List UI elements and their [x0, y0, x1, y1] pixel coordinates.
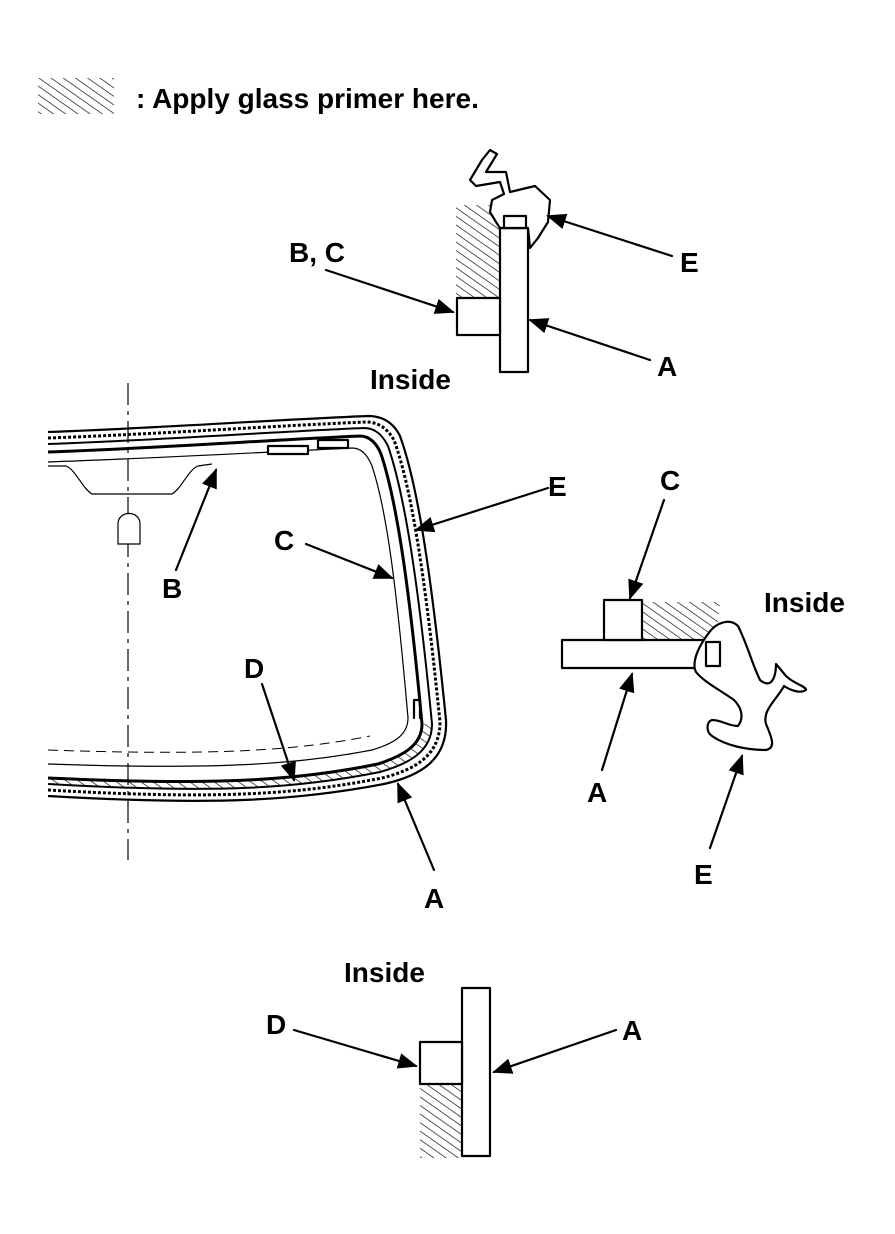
adhesive-block-bottom	[418, 1040, 464, 1086]
label-main-c: C	[274, 525, 294, 556]
adhesive-band	[47, 434, 424, 784]
leader-right-e	[708, 754, 744, 850]
adhesive-block	[455, 296, 502, 337]
leader-main-c	[304, 542, 394, 580]
top-section-detail: B, C E A Inside	[289, 148, 699, 395]
label-top-e: E	[680, 247, 699, 278]
leader-bottom-a	[492, 1028, 618, 1074]
label-right-inside: Inside	[764, 587, 845, 618]
legend-text: : Apply glass primer here.	[136, 83, 479, 114]
leader-top-bc	[324, 268, 455, 314]
label-top-bc: B, C	[289, 237, 345, 268]
label-right-e: E	[694, 859, 713, 890]
dam	[412, 698, 422, 720]
label-right-a: A	[587, 777, 607, 808]
label-bottom-d: D	[266, 1009, 286, 1040]
molding-outer-edge	[47, 414, 448, 802]
legend: : Apply glass primer here.	[38, 78, 479, 114]
leader-main-e	[414, 486, 550, 533]
leader-top-e	[546, 213, 674, 258]
legend-hatch-swatch	[38, 78, 114, 114]
leader-bottom-d	[292, 1028, 418, 1069]
spacer-1	[266, 444, 310, 456]
primer-band-bottom	[48, 724, 432, 789]
label-main-a: A	[424, 883, 444, 914]
sensor-mount	[117, 512, 141, 545]
right-section-detail: C Inside A E	[560, 465, 845, 890]
molding-dotted	[47, 420, 442, 797]
label-top-inside: Inside	[370, 364, 451, 395]
label-main-b: B	[162, 573, 182, 604]
label-main-e: E	[548, 471, 567, 502]
molding-E-right	[693, 620, 808, 752]
molding-inner-edge	[47, 426, 434, 790]
glass-section-bottom	[460, 986, 492, 1158]
glass-section-right	[560, 638, 718, 670]
label-bottom-a: A	[622, 1015, 642, 1046]
molding-channel-right	[704, 640, 722, 668]
windshield-main-view: B C E D A	[47, 383, 567, 914]
glass-section	[498, 226, 530, 374]
label-right-c: C	[660, 465, 680, 496]
molding-channel	[502, 214, 528, 230]
molding-E	[468, 148, 552, 250]
spacer-2	[316, 438, 350, 450]
leader-right-a	[600, 672, 635, 772]
mirror-mount-outline	[48, 463, 213, 495]
label-main-d: D	[244, 653, 264, 684]
leader-main-b	[174, 468, 218, 572]
cowl-hatch	[420, 1084, 462, 1158]
pillar-hatch	[642, 602, 720, 640]
leader-main-d	[260, 682, 296, 782]
defroster-line	[47, 735, 371, 753]
bottom-section-detail: Inside D A	[266, 957, 642, 1158]
glass-inner-edge	[47, 447, 409, 767]
adhesive-block-right	[602, 598, 644, 642]
leader-main-a	[396, 782, 436, 872]
label-bottom-inside: Inside	[344, 957, 425, 988]
leader-top-a	[528, 318, 652, 362]
label-top-a: A	[657, 351, 677, 382]
leader-right-c	[628, 498, 666, 600]
body-panel-hatch	[456, 205, 500, 300]
